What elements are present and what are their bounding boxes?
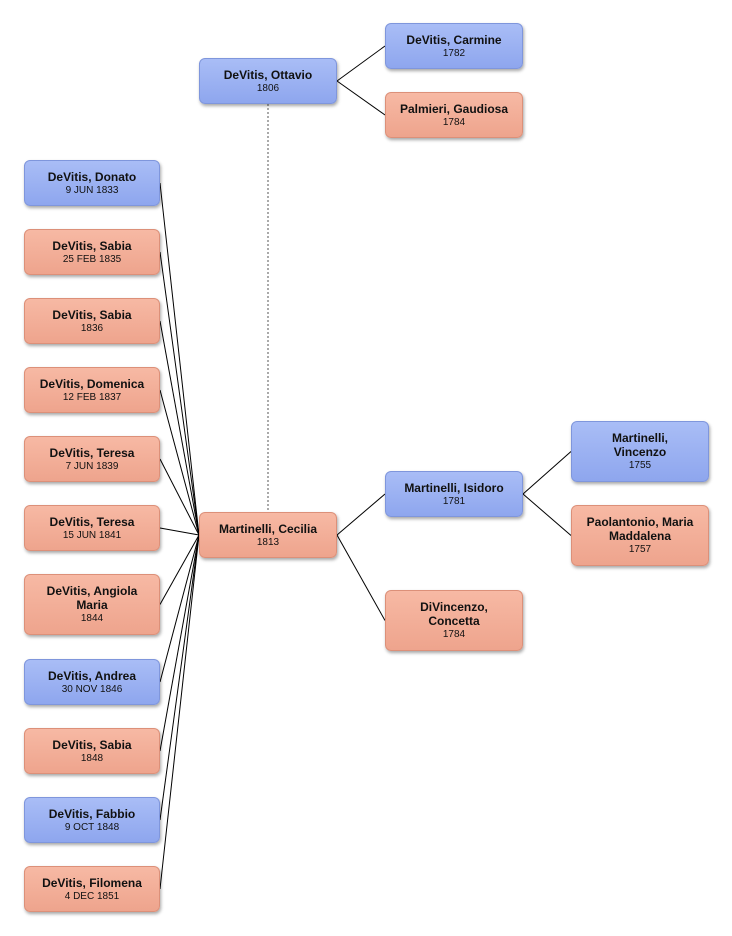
child-node[interactable]: DeVitis, Angiola Maria 1844: [24, 574, 160, 635]
person-name: DeVitis, Ottavio: [223, 67, 313, 82]
child-node[interactable]: DeVitis, Teresa 15 JUN 1841: [24, 505, 160, 551]
person-name: DeVitis, Fabbio: [48, 806, 136, 821]
person-name: DeVitis, Donato: [47, 169, 137, 184]
child-connector: [159, 527, 200, 536]
person-name: DeVitis, Sabia: [52, 307, 132, 322]
person-name: DeVitis, Sabia: [52, 238, 132, 253]
person-date: 1755: [628, 460, 652, 471]
father-node[interactable]: Martinelli, Isidoro 1781: [385, 471, 523, 517]
person-name: Paolantonio, Maria Maddalena: [586, 515, 694, 543]
child-connector: [159, 534, 200, 890]
person-name: DeVitis, Carmine: [406, 32, 502, 47]
person-date: 12 FEB 1837: [62, 391, 122, 403]
child-node[interactable]: DeVitis, Andrea 30 NOV 1846: [24, 659, 160, 705]
child-node[interactable]: DeVitis, Sabia 1836: [24, 298, 160, 344]
person-date: 1757: [628, 544, 652, 555]
person-date: 15 JUN 1841: [62, 529, 122, 541]
child-connector: [159, 534, 200, 683]
mother-node[interactable]: DiVincenzo, Concetta 1784: [385, 590, 523, 651]
spouse-node[interactable]: DeVitis, Ottavio 1806: [199, 58, 337, 104]
person-name: DeVitis, Filomena: [42, 875, 142, 890]
person-date: 1784: [442, 116, 466, 128]
person-date: 30 NOV 1846: [61, 683, 123, 695]
person-date: 1844: [80, 613, 104, 624]
spouse-father-node[interactable]: DeVitis, Carmine 1782: [385, 23, 523, 69]
child-connector: [159, 389, 200, 536]
person-name: DeVitis, Teresa: [49, 514, 135, 529]
person-name: Palmieri, Gaudiosa: [399, 101, 509, 116]
person-date: 1848: [80, 752, 104, 764]
person-date: 1784: [442, 629, 466, 640]
parent-connector: [336, 45, 386, 82]
child-connector: [159, 534, 200, 752]
parent-connector: [336, 80, 386, 116]
person-name: Martinelli, Isidoro: [404, 480, 504, 495]
parent-connector: [522, 451, 572, 495]
person-date: 1813: [256, 536, 280, 548]
person-date: 1781: [442, 495, 466, 507]
person-name: DeVitis, Sabia: [52, 737, 132, 752]
child-connector: [159, 251, 200, 536]
parent-connector: [336, 534, 386, 621]
child-node[interactable]: DeVitis, Filomena 4 DEC 1851: [24, 866, 160, 912]
person-date: 1836: [80, 322, 104, 334]
child-connector: [159, 458, 200, 536]
child-node[interactable]: DeVitis, Sabia 25 FEB 1835: [24, 229, 160, 275]
child-connector: [159, 182, 200, 536]
child-connector: [159, 534, 200, 821]
person-date: 25 FEB 1835: [62, 253, 122, 265]
grandmother-node[interactable]: Paolantonio, Maria Maddalena 1757: [571, 505, 709, 566]
person-name: DeVitis, Domenica: [39, 376, 145, 391]
child-connector: [159, 534, 200, 605]
spouse-mother-node[interactable]: Palmieri, Gaudiosa 1784: [385, 92, 523, 138]
person-name: DeVitis, Angiola Maria: [46, 584, 138, 612]
person-name: Martinelli, Cecilia: [218, 521, 318, 536]
person-date: 7 JUN 1839: [65, 460, 119, 472]
child-node[interactable]: DeVitis, Donato 9 JUN 1833: [24, 160, 160, 206]
focus-person-node[interactable]: Martinelli, Cecilia 1813: [199, 512, 337, 558]
parent-connector: [522, 493, 572, 536]
child-node[interactable]: DeVitis, Fabbio 9 OCT 1848: [24, 797, 160, 843]
grandfather-node[interactable]: Martinelli, Vincenzo 1755: [571, 421, 709, 482]
person-date: 4 DEC 1851: [64, 890, 120, 902]
person-date: 1806: [256, 82, 280, 94]
person-name: DeVitis, Andrea: [47, 668, 137, 683]
parent-connector: [336, 493, 386, 536]
person-date: 1782: [442, 47, 466, 59]
person-date: 9 JUN 1833: [65, 184, 119, 196]
child-node[interactable]: DeVitis, Domenica 12 FEB 1837: [24, 367, 160, 413]
person-name: DeVitis, Teresa: [49, 445, 135, 460]
person-name: DiVincenzo, Concetta: [420, 600, 488, 628]
child-node[interactable]: DeVitis, Teresa 7 JUN 1839: [24, 436, 160, 482]
child-node[interactable]: DeVitis, Sabia 1848: [24, 728, 160, 774]
child-connector: [159, 320, 200, 536]
person-date: 9 OCT 1848: [64, 821, 120, 833]
person-name: Martinelli, Vincenzo: [611, 431, 668, 459]
